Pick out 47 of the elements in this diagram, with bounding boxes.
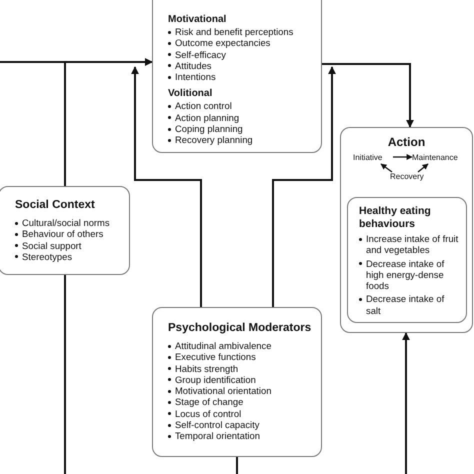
list-item: Temporal orientation — [168, 430, 313, 442]
list-item: Decrease intake of salt — [359, 293, 460, 316]
list-item: Motivational orientation — [168, 385, 313, 396]
arrow — [64, 58, 153, 186]
arrow — [402, 332, 410, 474]
list-item: Action control — [168, 100, 311, 112]
list-item: Cultural/social norms — [15, 217, 121, 228]
arrow — [272, 66, 336, 307]
list-item: Social support — [15, 240, 121, 251]
section-heading: Volitional — [168, 88, 214, 100]
process-box — [152, 307, 322, 457]
section-heading: Motivational — [168, 14, 228, 26]
list-item: Risk and benefit perceptions — [168, 26, 311, 38]
list-item: Behaviour of others — [15, 228, 121, 240]
box-title: Psychological Moderators — [168, 321, 312, 335]
process-box — [340, 127, 473, 333]
arrow — [322, 63, 414, 128]
arrow — [393, 154, 413, 160]
box-title: Healthy eating behaviours — [359, 205, 432, 230]
list-item: Recovery planning — [168, 134, 311, 146]
list-item: Attitudinal ambivalence — [168, 340, 313, 352]
stage-label: Initiative — [353, 153, 384, 163]
arrow — [418, 164, 428, 172]
list-item: Habits strength — [168, 362, 313, 374]
arrow — [380, 163, 392, 173]
stage-label: Recovery — [390, 172, 425, 182]
list-item: Self-control capacity — [168, 419, 313, 430]
process-box — [152, 0, 322, 153]
arrow — [131, 66, 202, 307]
list-item: Coping planning — [168, 123, 311, 134]
process-box — [0, 186, 130, 275]
list-item: Executive functions — [168, 351, 313, 363]
list-item: Stereotypes — [15, 250, 121, 262]
box-title: Social Context — [15, 198, 96, 212]
list-item: Intentions — [168, 71, 311, 82]
list-item: Group identification — [168, 374, 313, 386]
list-item: Attitudes — [168, 60, 311, 72]
list-item: Increase intake of fruit and vegetables — [359, 233, 460, 256]
process-box — [347, 197, 467, 323]
list-item: Outcome expectancies — [168, 37, 311, 49]
list-item: Decrease intake of high energy-dense foods — [359, 258, 460, 292]
list-item: Locus of control — [168, 408, 313, 420]
list-item: Stage of change — [168, 396, 313, 408]
box-title: Action — [386, 135, 426, 149]
stage-label: Maintenance — [412, 153, 459, 163]
list-item: Action planning — [168, 112, 311, 124]
list-item: Self-efficacy — [168, 48, 311, 60]
